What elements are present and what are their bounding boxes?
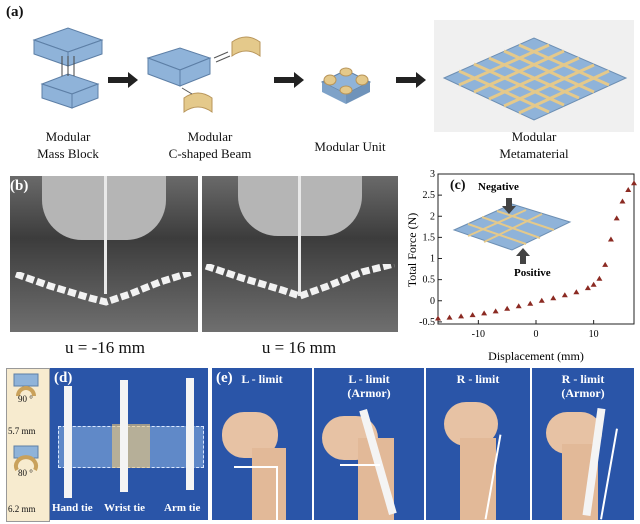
data-point [590, 281, 597, 287]
panel-b-tag: (b) [10, 178, 29, 194]
arrow-right-icon [274, 72, 304, 88]
data-point [550, 295, 557, 301]
label-l-limit-armor: L - limit (Armor) [347, 372, 391, 400]
wrist-tie-label: Wrist tie [104, 502, 146, 514]
y-axis-label: Total Force (N) [405, 213, 419, 287]
data-point [446, 314, 453, 320]
mass-block-illustration [32, 27, 104, 109]
data-point [596, 275, 603, 281]
caption-c-beam: Modular C-shaped Beam [168, 129, 252, 161]
x-tick-label: 0 [534, 329, 539, 340]
modular-unit-illustration [320, 67, 372, 104]
x-tick-label: 10 [589, 329, 599, 340]
data-point [602, 261, 609, 267]
y-tick-label: 1 [430, 254, 435, 265]
y-tick-label: 1.5 [423, 232, 436, 243]
y-tick-label: 2 [430, 211, 435, 222]
angle-90-label: 90 ° [18, 394, 33, 404]
arrow-down-icon [502, 198, 516, 214]
wrist-photo-l-limit-armor [314, 368, 424, 520]
arrow-right-icon [108, 72, 138, 88]
panel-e-tag: (e) [216, 370, 233, 386]
y-tick-label: 3 [430, 170, 435, 180]
data-point [613, 215, 620, 221]
beam-80-icon [13, 445, 39, 471]
data-point [504, 305, 511, 311]
arm-tie-label: Arm tie [164, 502, 201, 514]
y-tick-label: -0.5 [419, 317, 435, 328]
data-point [469, 312, 476, 318]
c-beam-illustration [146, 36, 261, 113]
wrist-photo-l-limit [212, 368, 312, 520]
data-point [561, 292, 568, 298]
y-tick-label: 2.5 [423, 190, 436, 201]
ties-photo [50, 368, 208, 520]
beam-size-legend [6, 368, 50, 522]
positive-label: Positive [514, 267, 551, 279]
data-point [435, 315, 441, 321]
data-point [492, 308, 499, 314]
data-point [538, 297, 545, 303]
size-6-2-label: 6.2 mm [8, 504, 36, 514]
metamaterial-illustration [434, 20, 634, 132]
data-point [584, 285, 591, 291]
angle-80-label: 80 ° [18, 468, 33, 478]
displacement-label-positive: u = 16 mm [261, 338, 337, 357]
caption-mass-block: Modular Mass Block [37, 129, 99, 161]
beam-90-icon [13, 373, 39, 397]
data-point [527, 300, 534, 306]
wrist-photo-r-limit-armor [532, 368, 634, 520]
label-r-limit: R - limit [456, 372, 500, 386]
label-l-limit: L - limit [241, 372, 283, 386]
negative-label: Negative [478, 181, 519, 193]
caption-modular-unit: Modular Unit [314, 139, 386, 154]
data-point [515, 303, 522, 309]
data-point [458, 313, 465, 319]
x-axis-label: Displacement (mm) [488, 349, 584, 363]
bending-photo-right [202, 176, 398, 332]
y-tick-label: 0.5 [423, 275, 436, 286]
panel-c-tag: (c) [450, 178, 466, 193]
hand-tie-label: Hand tie [52, 502, 93, 514]
panel-a-tag: (a) [6, 4, 24, 20]
data-point [631, 180, 637, 186]
bending-photo-left [10, 176, 198, 332]
chart-inset [452, 198, 572, 264]
label-r-limit-armor: R - limit (Armor) [561, 372, 605, 400]
data-point [619, 198, 626, 204]
panel-d-tag: (d) [54, 370, 73, 386]
x-tick-label: -10 [472, 329, 485, 340]
y-tick-label: 0 [430, 296, 435, 307]
data-point [607, 236, 614, 242]
caption-metamaterial: Modular Metamaterial [499, 129, 569, 161]
data-point [481, 310, 488, 316]
size-5-7-label: 5.7 mm [8, 426, 36, 436]
arrow-right-icon [396, 72, 426, 88]
displacement-label-negative: u = -16 mm [65, 338, 145, 357]
force-displacement-chart: -0.5 0 0.5 1 1.5 2 2.5 3 -10 0 10 Displacement (m… [405, 170, 637, 363]
arrow-up-icon [516, 248, 530, 264]
data-point [625, 187, 632, 193]
data-point [573, 289, 580, 295]
wrist-photo-r-limit [426, 368, 530, 520]
